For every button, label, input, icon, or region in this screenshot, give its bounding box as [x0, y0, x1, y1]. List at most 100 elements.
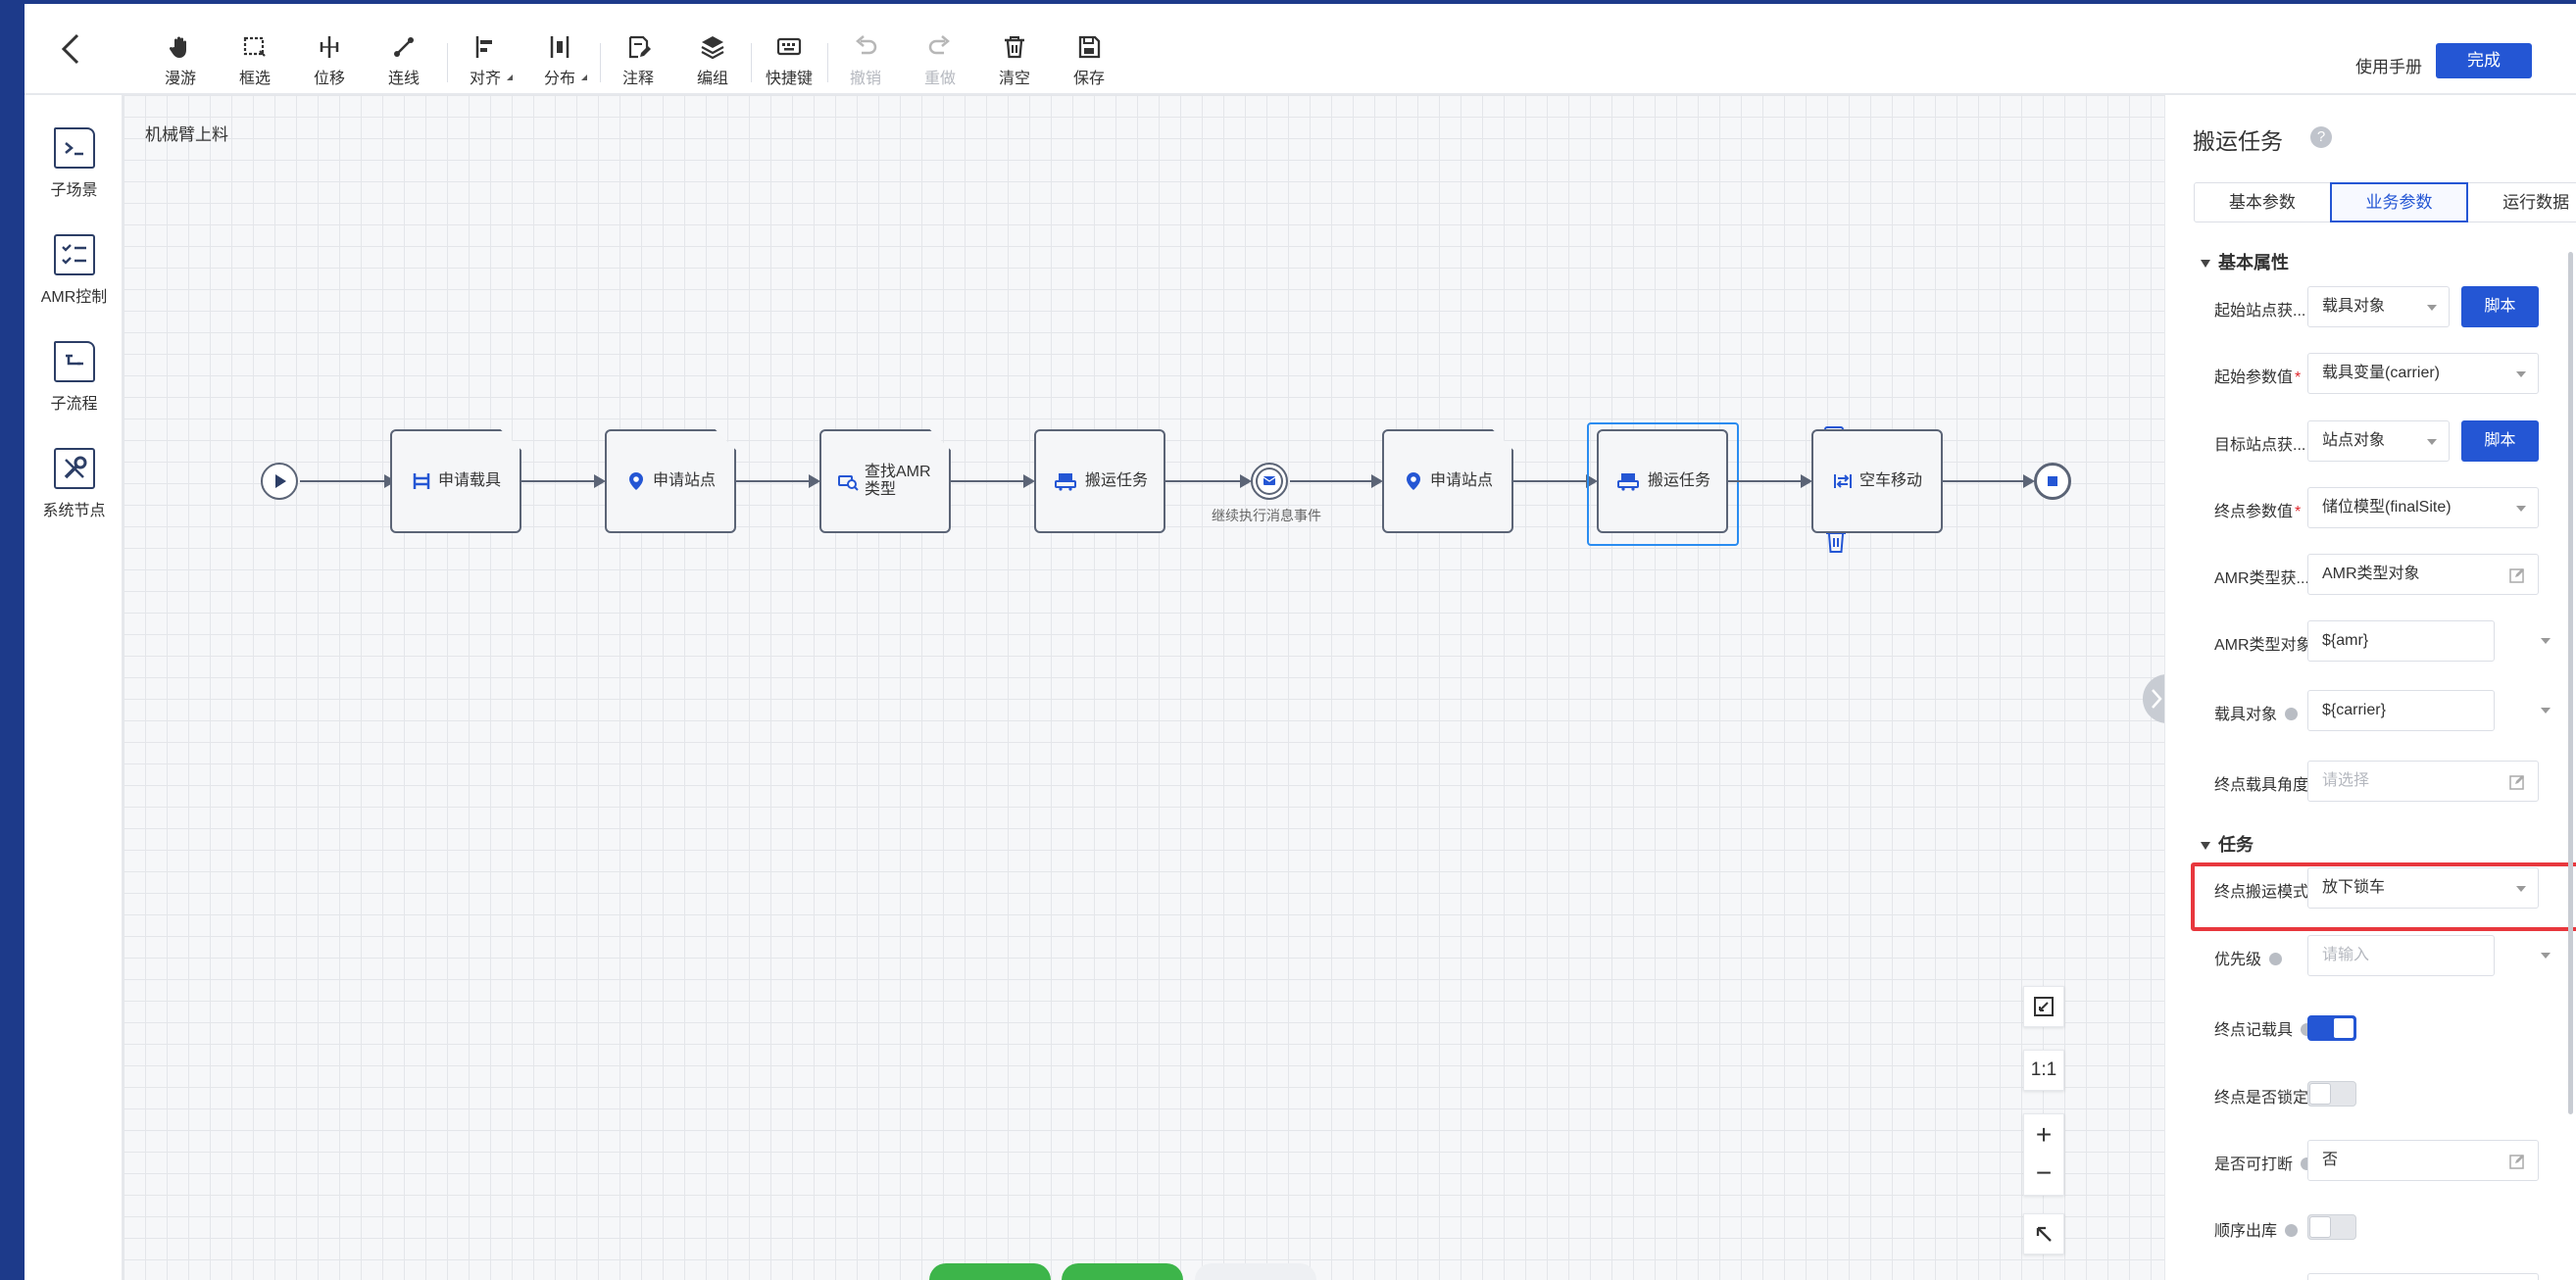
target-site-script-button[interactable]: 脚本 [2461, 420, 2539, 462]
undo-tool[interactable]: 撤销 [828, 33, 903, 92]
zoom-in-button[interactable]: + [2035, 1119, 2053, 1150]
start-site-script-button[interactable]: 脚本 [2461, 286, 2539, 327]
palette-item-sub-scene[interactable]: 子场景 [25, 127, 124, 200]
location-pin-icon [628, 472, 643, 490]
location-pin-icon [1406, 472, 1420, 490]
caret-down-icon[interactable] [2541, 638, 2551, 644]
tab-basic-params[interactable]: 基本参数 [2194, 182, 2331, 222]
align-tool[interactable]: 对齐 [448, 33, 522, 92]
tab-business-params[interactable]: 业务参数 [2329, 182, 2469, 222]
minimap-toggle-button[interactable] [2023, 1213, 2064, 1255]
end-param-select[interactable]: 储位模型(finalSite) [2307, 487, 2539, 528]
tab-runtime-data[interactable]: 运行数据 [2467, 182, 2576, 222]
palette-item-sub-flow[interactable]: 子流程 [25, 341, 124, 414]
caret-down-icon [2427, 439, 2437, 445]
info-icon [2285, 1224, 2299, 1237]
dropdown-corner-icon [507, 74, 513, 80]
user-manual-link[interactable]: 使用手册 [2355, 58, 2422, 76]
zoom-out-button[interactable]: − [2035, 1157, 2053, 1188]
edit-icon[interactable] [2508, 1153, 2526, 1170]
end-record-carrier-toggle[interactable] [2307, 1015, 2356, 1041]
section-task[interactable]: 任务 [2201, 831, 2254, 857]
palette-item-system-node[interactable]: 系统节点 [25, 448, 124, 520]
edit-icon[interactable] [2508, 566, 2526, 584]
flow-edge[interactable] [1943, 474, 2035, 488]
bottom-grey-button[interactable] [1195, 1263, 1316, 1280]
end-transport-mode-select[interactable]: 放下锁车 [2307, 867, 2539, 909]
panel-tabs: 基本参数 业务参数 运行数据 [2194, 182, 2576, 222]
flow-edge[interactable] [736, 474, 820, 488]
flow-edge[interactable] [300, 474, 396, 488]
flow-edge[interactable] [1728, 474, 1812, 488]
start-site-get-select[interactable]: 载具对象 [2307, 286, 2450, 327]
section-basic-properties[interactable]: 基本属性 [2201, 249, 2289, 274]
help-icon[interactable]: ? [2310, 126, 2332, 148]
flow-node-transport-task-1[interactable]: 搬运任务 [1034, 429, 1165, 533]
flow-edge[interactable] [951, 474, 1035, 488]
zoom-actual-size-button[interactable]: 1:1 [2023, 1050, 2064, 1091]
palette-item-amr-control[interactable]: AMR控制 [25, 234, 124, 307]
group-tool[interactable]: 编组 [675, 33, 750, 92]
flow-edge[interactable] [1165, 474, 1252, 488]
panel-title: 搬运任务 [2193, 128, 2283, 154]
amr-type-obj-input[interactable]: ${amr} [2307, 620, 2495, 662]
fit-screen-icon [2034, 997, 2054, 1016]
flow-node-find-amr-type[interactable]: 查找AMR类型 [819, 429, 951, 533]
priority-input[interactable]: 请输入 [2307, 935, 2495, 976]
intermediate-message-event-node[interactable] [1251, 463, 1288, 500]
flow-node-apply-site[interactable]: 申请站点 [605, 429, 736, 533]
node-label: 搬运任务 [1647, 472, 1710, 489]
end-lock-toggle[interactable] [2307, 1081, 2356, 1107]
box-select-tool[interactable]: 框选 [218, 33, 292, 92]
start-param-select[interactable]: 载具变量(carrier) [2307, 353, 2539, 394]
save-tool[interactable]: 保存 [1052, 33, 1126, 92]
field-label-interruptible: 是否可打断 [2214, 1151, 2314, 1174]
done-button[interactable]: 完成 [2436, 43, 2532, 78]
bottom-green-button[interactable] [1062, 1263, 1183, 1280]
flow-title: 机械臂上料 [145, 125, 228, 144]
selected-node-frame [1587, 422, 1739, 546]
panel-scrollbar[interactable] [2568, 252, 2573, 1114]
toolbar-divider [447, 43, 448, 82]
clear-tool[interactable]: 清空 [977, 33, 1052, 92]
empty-move-icon [1833, 474, 1852, 488]
target-site-get-select[interactable]: 站点对象 [2307, 420, 2450, 462]
flow-node-apply-site-2[interactable]: 申请站点 [1382, 429, 1513, 533]
node-label: 申请站点 [652, 472, 716, 489]
amr-type-get-input[interactable]: AMR类型对象 [2307, 554, 2539, 595]
shortcut-tool[interactable]: 快捷键 [752, 33, 826, 92]
flow-edge[interactable] [1513, 474, 1598, 488]
roam-tool[interactable]: 漫游 [143, 33, 218, 92]
flow-edge[interactable] [1290, 474, 1383, 488]
sequential-outbound-toggle[interactable] [2307, 1214, 2356, 1240]
flow-node-empty-move[interactable]: 空车移动 [1811, 429, 1943, 533]
back-button[interactable] [54, 29, 89, 69]
flow-canvas[interactable]: 机械臂上料 申请载具 申请站点 查找AMR类型 搬运任务 继续执行消 [124, 95, 2164, 1280]
distribute-tool[interactable]: 分布 [522, 33, 597, 92]
annotate-tool[interactable]: 注释 [601, 33, 675, 92]
redo-label: 重做 [923, 71, 956, 87]
caret-down-icon[interactable] [2541, 708, 2551, 714]
carrier-obj-input[interactable]: ${carrier} [2307, 690, 2495, 731]
next-field-input[interactable] [2307, 1273, 2539, 1280]
interruptible-input[interactable]: 否 [2307, 1140, 2539, 1181]
bottom-green-button[interactable] [929, 1263, 1051, 1280]
connect-tool[interactable]: 连线 [367, 33, 441, 92]
start-event-node[interactable] [261, 463, 298, 500]
fit-view-button[interactable] [2023, 986, 2064, 1027]
move-tool[interactable]: 位移 [292, 33, 367, 92]
end-event-node[interactable] [2034, 463, 2071, 500]
folder-terminal-icon [53, 127, 95, 169]
flow-node-apply-carrier[interactable]: 申请载具 [390, 429, 521, 533]
redo-tool[interactable]: 重做 [903, 33, 977, 92]
edit-icon[interactable] [2508, 773, 2526, 791]
flow-edge[interactable] [521, 474, 606, 488]
caret-down-icon[interactable] [2541, 953, 2551, 959]
panel-collapse-handle[interactable] [2143, 674, 2164, 723]
node-label: 查找AMR类型 [865, 464, 931, 498]
align-label: 对齐 [469, 71, 501, 87]
flow-node-transport-task-2[interactable]: 搬运任务 [1597, 429, 1728, 533]
redo-icon [928, 35, 950, 55]
transport-robot-icon [1616, 473, 1639, 491]
end-carrier-angle-input[interactable]: 请选择 [2307, 761, 2539, 802]
